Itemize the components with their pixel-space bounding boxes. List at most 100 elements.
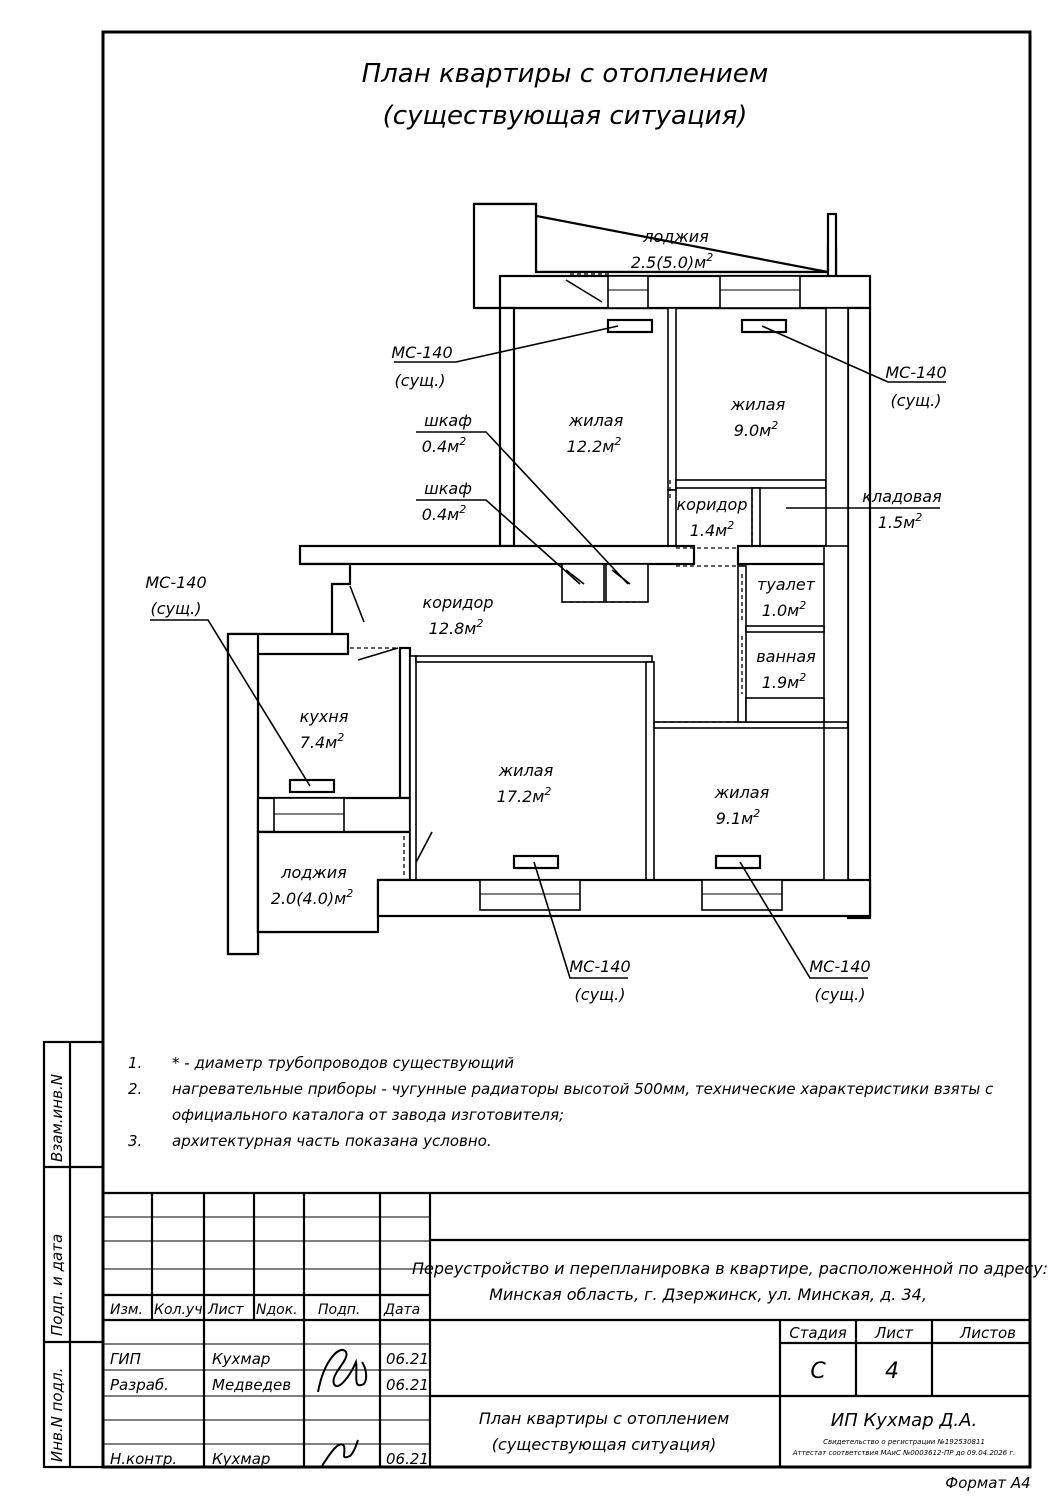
- window-top-left: [607, 275, 649, 309]
- tb-stage-label: Стадия: [789, 1324, 847, 1342]
- rad-2-model: МС-140: [885, 363, 946, 382]
- note-2-text-2: официального каталога от завода изготови…: [172, 1106, 564, 1124]
- loggia-top-slab: [498, 274, 872, 310]
- radiator-kitchen: [288, 778, 336, 794]
- living-172-wall-top: [415, 655, 653, 663]
- tb-role-gip: ГИП: [110, 1350, 141, 1368]
- stamp-podp: Подп. и дата: [48, 1234, 66, 1336]
- room-area-living-91: 9.1м2: [716, 807, 761, 828]
- notes: 1. * - диаметр трубопроводов существующи…: [128, 1054, 994, 1150]
- tb-sheet-title-2: (существующая ситуация): [492, 1435, 716, 1454]
- wall-left-exterior: [226, 632, 260, 956]
- tb-sheet-title-1: План квартиры с отоплением: [479, 1409, 729, 1428]
- leader-rad-5: [739, 861, 868, 979]
- tb-project-line2: Минская область, г. Дзержинск, ул. Минск…: [489, 1285, 927, 1304]
- rad-1-status: (сущ.): [395, 371, 446, 390]
- room-area-corridor-128: 12.8м2: [429, 617, 484, 638]
- window-bottom-left: [479, 879, 581, 911]
- room-name-toilet: туалет: [757, 575, 816, 594]
- format-label: Формат А4: [945, 1474, 1030, 1492]
- room-area-loggia-bottom: 2.0(4.0)м2: [271, 887, 353, 908]
- tb-header-podp: Подп.: [318, 1302, 360, 1318]
- tb-name-razrab: Медведев: [212, 1376, 291, 1394]
- tb-role-razrab: Разраб.: [110, 1376, 169, 1394]
- corridor-entry-swing: [349, 585, 365, 623]
- kitchen-wall-right: [398, 646, 412, 800]
- leader-wardrobe-1: [416, 431, 629, 585]
- signature-2: [321, 1439, 359, 1467]
- note-2-num: 2.: [128, 1080, 142, 1098]
- note-1-num: 1.: [128, 1054, 142, 1072]
- tb-header-koluch: Кол.уч.: [154, 1302, 207, 1318]
- room-labels: лоджия 2.5(5.0)м2 жилая 12.2м2 жилая 9.0…: [271, 227, 942, 908]
- room-name-living-90: жилая: [730, 395, 786, 414]
- room-name-living-122: жилая: [568, 411, 624, 430]
- leader-rad-4: [533, 861, 628, 979]
- loggia-top-door-swing: [565, 279, 603, 303]
- room-area-wardrobe-2: 0.4м2: [422, 503, 467, 524]
- wall-storage-left: [751, 487, 761, 547]
- room-name-corridor-128: коридор: [422, 593, 493, 612]
- plan-title-line1: План квартиры с отоплением: [362, 59, 769, 89]
- leader-wardrobe-2: [416, 499, 581, 585]
- wall-room-9-bottom: [675, 479, 827, 489]
- room-name-storage: кладовая: [862, 487, 942, 506]
- tb-header-list: Лист: [207, 1302, 244, 1318]
- wall-bottom-exterior: [376, 878, 872, 918]
- plan-title-line2: (существующая ситуация): [383, 101, 748, 131]
- tb-stage-value: С: [810, 1359, 826, 1384]
- room-name-living-91: жилая: [714, 783, 770, 802]
- room-area-living-172: 17.2м2: [497, 785, 552, 806]
- room-area-storage: 1.5м2: [878, 511, 923, 532]
- tb-sheets-label: Листов: [959, 1324, 1016, 1342]
- window-top-right: [719, 275, 801, 309]
- room-name-wardrobe-2: шкаф: [424, 479, 472, 498]
- tb-cert-2: Аттестат соответствия МАиС №0003612-ПР д…: [792, 1449, 1016, 1457]
- title-block: Изм. Кол.уч. Лист Nдок. Подп. Дата ГИП К…: [103, 1191, 1048, 1468]
- side-stamps: Взам.инв.N Подп. и дата Инв.N подл.: [42, 1040, 105, 1469]
- tb-cert-1: Свидетельство о регистрации №192530811: [823, 1438, 985, 1446]
- leader-rad-2: [761, 325, 946, 383]
- note-3-text: архитектурная часть показана условно.: [172, 1132, 492, 1150]
- wall-mid-horizontal-right: [736, 544, 828, 566]
- rad-4-status: (сущ.): [575, 985, 626, 1004]
- room-name-kitchen: кухня: [300, 707, 349, 726]
- note-2-text-1: нагревательные приборы - чугунные радиат…: [172, 1080, 994, 1098]
- tb-date-nkontr: 06.21: [386, 1450, 429, 1468]
- room-area-corridor-14: 1.4м2: [690, 519, 735, 540]
- tb-header-ndok: Nдок.: [256, 1302, 298, 1318]
- rad-4-model: МС-140: [569, 957, 630, 976]
- tb-date-razrab: 06.21: [386, 1376, 429, 1394]
- wall-left-upper: [498, 306, 516, 548]
- rad-1-model: МС-140: [391, 343, 452, 362]
- tb-header-izm: Изм.: [110, 1302, 143, 1318]
- wc-wall-right: [823, 545, 849, 723]
- sheet-frame: [101, 30, 1032, 1469]
- radiator-living-90: [740, 318, 788, 334]
- tb-name-nkontr: Кухмар: [212, 1450, 270, 1468]
- bath-wall-bottom: [745, 697, 825, 723]
- radiator-living-91: [714, 854, 762, 870]
- room-name-living-172: жилая: [498, 761, 554, 780]
- room-name-bathroom: ванная: [756, 647, 816, 666]
- floor-plan: [150, 202, 946, 979]
- room-area-kitchen: 7.4м2: [300, 731, 345, 752]
- signature-1: [317, 1349, 368, 1393]
- wall-room-9-right: [825, 307, 849, 549]
- tb-project-line1: Переустройство и перепланировка в кварти…: [412, 1259, 1048, 1278]
- kitchen-window: [273, 797, 345, 833]
- tb-company: ИП Кухмар Д.А.: [831, 1410, 977, 1431]
- window-bottom-right: [701, 879, 783, 911]
- wall-corridor14-left: [667, 489, 677, 547]
- living-91-wall-right: [823, 727, 849, 881]
- room-name-loggia-top: лоджия: [642, 227, 709, 246]
- room-name-corridor-14: коридор: [676, 495, 747, 514]
- note-3-num: 3.: [128, 1132, 142, 1150]
- room-area-bathroom: 1.9м2: [762, 671, 807, 692]
- living-91-wall-top: [653, 721, 825, 729]
- tb-name-gip: Кухмар: [212, 1350, 270, 1368]
- wardrobe-left-door: [565, 569, 585, 585]
- room-name-wardrobe-1: шкаф: [424, 411, 472, 430]
- wall-mid-horizontal-left: [298, 544, 696, 566]
